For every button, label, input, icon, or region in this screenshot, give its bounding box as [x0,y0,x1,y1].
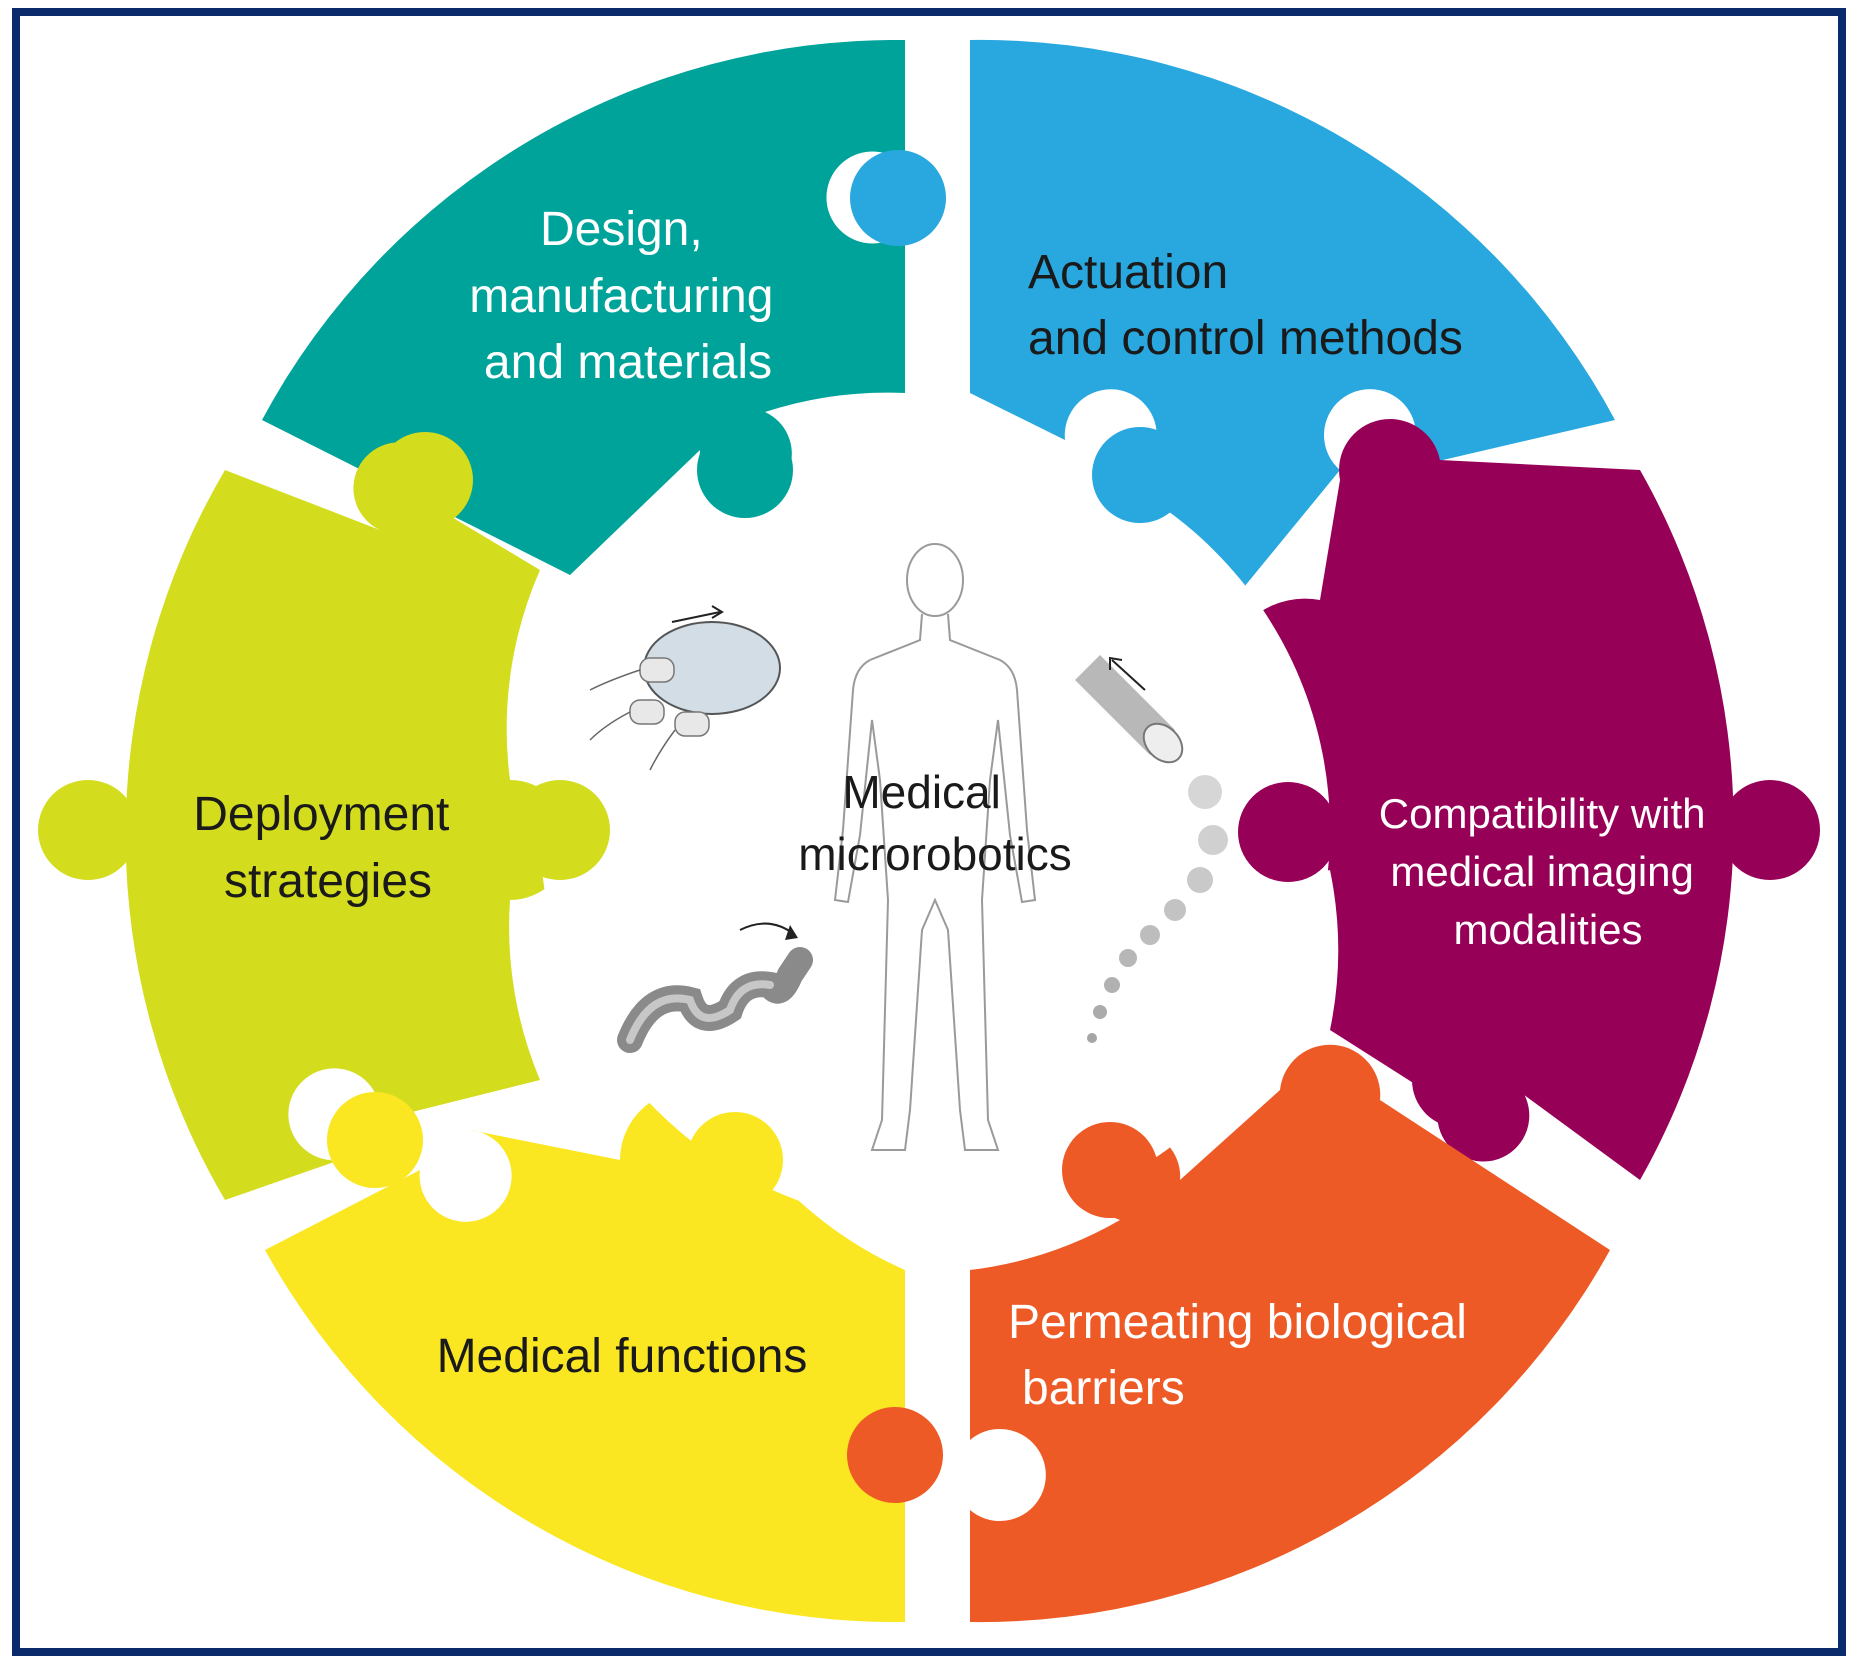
helix-microrobot-icon [617,922,813,1053]
knob-imaging-bottom [1412,1032,1508,1128]
knob-actuation-top [850,150,946,246]
label-actuation-line1: Actuation [1028,246,1228,299]
label-deployment: Deployment strategies [193,788,462,908]
label-design-line2: manufacturing [469,270,773,323]
arrow-up-left-icon [1111,659,1146,691]
label-barriers-line1: Permeating biological [1008,1296,1467,1349]
label-functions-line1: Medical functions [437,1330,808,1383]
label-design-line3: and materials [484,336,772,389]
knob-actuation-inner [1092,427,1188,523]
label-imaging-line2: medical imaging [1390,848,1693,895]
knob-deployment-left [38,780,138,880]
knob-barriers-left [847,1407,943,1503]
label-imaging-line3: modalities [1453,906,1642,953]
label-deployment-line2: strategies [224,855,432,908]
knob-functions-left [327,1092,423,1188]
arrow-right-icon [671,611,721,623]
puzzle-knobs [38,150,1820,1503]
label-design-line1: Design, [540,203,703,256]
label-barriers-line2: barriers [1022,1362,1185,1415]
knob-deployment-inner [510,780,610,880]
label-design: Design, manufacturing and materials [469,203,787,389]
human-figure-icon [833,543,1037,1151]
label-actuation: Actuation and control methods [1028,246,1463,365]
label-functions: Medical functions [437,1330,808,1383]
knob-design-inner [697,422,793,518]
knob-functions-inner [687,1112,783,1208]
label-actuation-line2: and control methods [1028,312,1463,365]
label-imaging: Compatibility with medical imaging modal… [1379,790,1717,953]
tube-microrobot-icon [1075,655,1228,1043]
center-title: Medical microrobotics [798,766,1072,880]
piece-imaging [1223,419,1734,1181]
knob-imaging-left [1238,782,1338,882]
knob-barriers-top [1062,1122,1158,1218]
label-deployment-line1: Deployment [193,788,449,841]
piece-actuation [970,39,1615,592]
piece-deployment [125,442,570,1200]
center-title-line1: Medical [842,766,1001,818]
label-barriers: Permeating biological barriers [1008,1296,1480,1415]
center-title-line2: microrobotics [798,828,1072,880]
knob-deployment-top [377,432,473,528]
knob-imaging-right [1720,780,1820,880]
gap-vertical [905,30,970,1640]
piece-labels: Design, manufacturing and materials Actu… [193,203,1717,1415]
cell-microrobot-icon [589,605,781,771]
piece-functions [265,1090,905,1623]
label-imaging-line1: Compatibility with [1379,790,1706,837]
